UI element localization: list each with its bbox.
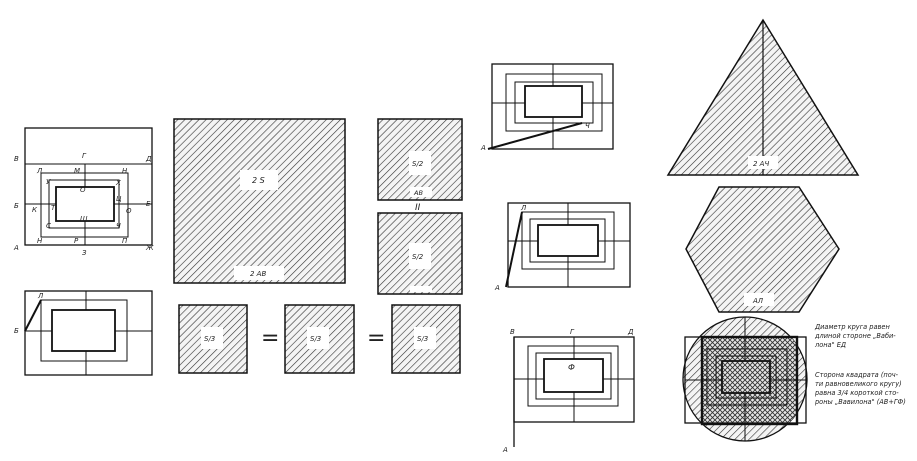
triangle-label: 2 АЧ [753, 160, 769, 168]
label-E: Е [146, 200, 151, 208]
fig5-label-D: Д [627, 328, 634, 336]
parallel-sign: II [415, 203, 421, 213]
square-half-top [377, 118, 463, 201]
fig5-label-F: Ф [568, 363, 575, 372]
note-square-line-4: роны „Вавилона" (АВ+ГФ) [814, 398, 906, 406]
note-circle-line-2: длиной стороне „Ваби- [814, 332, 896, 340]
equals-sign-2: = [367, 326, 385, 351]
note-square: Сторона квадрата (поч- ти равновеликого … [814, 371, 906, 406]
square-half-top-label: S/2 [412, 160, 424, 168]
label-U: У [46, 178, 51, 186]
circle-square-figure [682, 316, 808, 442]
fig3-label-A: А [480, 144, 486, 152]
note-circle: Диаметр круга равен длиной стороне „Ваби… [814, 323, 896, 349]
label-S: С [46, 222, 51, 230]
label-Zh: Ж [145, 244, 154, 252]
square-third-2-label: S/3 [310, 335, 321, 343]
figure-babylon-labels: В Г Д Л М Н У Х О Б К Т Ц О Е С Ш Ч Н Р … [13, 152, 154, 257]
square-third-2 [284, 304, 355, 374]
figure-diagonal-AL [505, 202, 631, 288]
label-K: К [32, 206, 38, 214]
note-square-line-2: ти равновеликого кругу) [815, 380, 902, 388]
fig5-label-G: Г [570, 328, 575, 336]
label-Ts: Ц [116, 195, 122, 203]
fig3-label-Ch: Ч [585, 122, 590, 130]
fig5-label-V: В [510, 328, 515, 336]
square-half-top-side-label: АВ [413, 189, 423, 197]
label-V: В [14, 155, 19, 163]
square-third-3-label: S/3 [417, 335, 428, 343]
square-2S-label: 2 S [252, 176, 265, 185]
figure-VGDF [513, 336, 635, 447]
note-square-line-1: Сторона квадрата (поч- [815, 371, 899, 379]
square-third-1 [178, 304, 248, 374]
figure-diagonal-BL [24, 290, 153, 376]
label-T: Т [51, 204, 56, 212]
triangle [666, 18, 860, 176]
label-Sh: Ш [80, 215, 88, 223]
square-third-3 [391, 304, 461, 374]
square-half-bottom-label: S/2 [412, 253, 424, 261]
fig2-label-L: Л [37, 292, 44, 300]
fig4-label-L: Л [520, 204, 527, 212]
hexagon [685, 186, 840, 313]
fig5-label-A: А [502, 446, 508, 454]
figure-diagonal-ACh [487, 63, 614, 150]
label-M: М [74, 167, 80, 175]
label-A: А [13, 244, 19, 252]
square-half-bottom [377, 212, 463, 295]
label-Ch: Ч [116, 222, 121, 230]
hexagon-label: АЛ [752, 297, 764, 305]
note-square-line-3: равна 3/4 короткой сто- [814, 389, 899, 397]
square-2S-side-label: 2 АВ [250, 270, 266, 278]
label-D: Д [145, 155, 152, 163]
note-circle-line-3: лона" ЕД [814, 341, 846, 349]
label-P: П [122, 237, 128, 245]
label-O-right: О [126, 207, 132, 215]
square-third-1-label: S/3 [204, 335, 215, 343]
label-B: Б [14, 202, 19, 210]
equals-sign-1: = [261, 326, 279, 351]
label-N-bottom: Н [37, 237, 43, 245]
fig4-label-A: А [494, 284, 500, 292]
square-2S [173, 118, 346, 284]
fig2-label-B: Б [14, 327, 19, 335]
label-X: Х [115, 179, 121, 187]
label-Z: З [82, 249, 87, 257]
figure-babylon-labelled [24, 127, 153, 246]
note-circle-line-1: Диаметр круга равен [814, 323, 890, 331]
label-R: Р [74, 237, 79, 245]
label-L: Л [36, 167, 43, 175]
label-G: Г [82, 152, 87, 160]
label-N-top: Н [122, 167, 128, 175]
label-O-center: О [80, 186, 86, 194]
